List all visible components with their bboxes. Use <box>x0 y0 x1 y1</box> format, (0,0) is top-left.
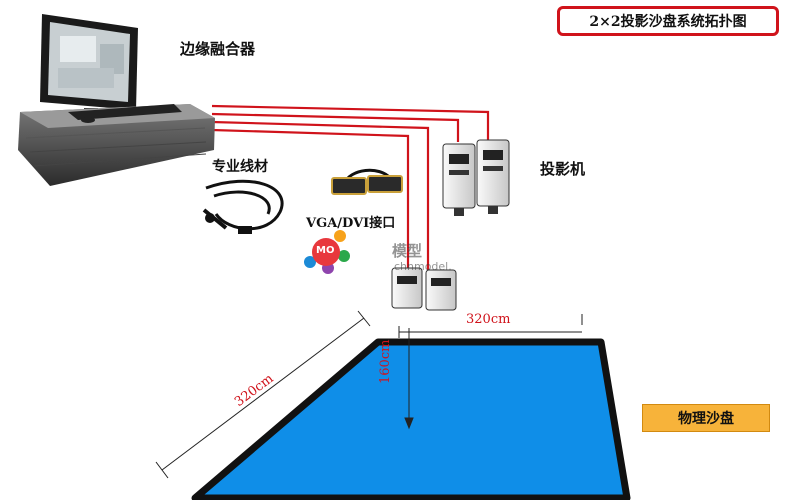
watermark-url-text: chnmodel. <box>394 260 452 273</box>
dimension-height-label: 160cm <box>378 339 393 384</box>
cable-icon <box>202 179 284 234</box>
watermark-cn-text: 模型 <box>392 242 423 260</box>
projector-icon <box>442 139 510 216</box>
diagram-title: 2×2投影沙盘系统拓扑图 <box>557 6 779 36</box>
dimension-lines <box>155 310 583 479</box>
watermark-logo <box>304 230 350 274</box>
vga-connector-icon <box>331 168 403 195</box>
dimension-top-label: 320cm <box>466 312 511 327</box>
label-projector: 投影机 <box>540 160 586 178</box>
label-sand-table: 物理沙盘 <box>642 404 770 432</box>
watermark-logo-text: MO <box>316 245 335 256</box>
label-edge-blender: 边缘融合器 <box>180 40 256 58</box>
label-interface: VGA/DVI接口 <box>306 216 396 231</box>
label-cable: 专业线材 <box>212 159 268 175</box>
signal-cables <box>211 104 490 270</box>
projector-icon <box>391 267 457 311</box>
computer-icon <box>18 14 215 186</box>
